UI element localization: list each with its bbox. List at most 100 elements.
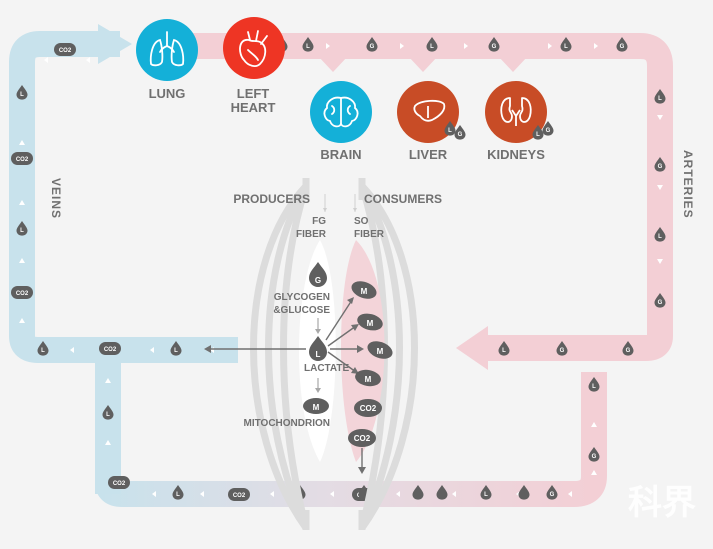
lactate-drop: L	[480, 485, 492, 500]
lactate-drop: L	[654, 89, 666, 104]
liver-icon	[413, 99, 446, 122]
liver-token-badges: L G	[444, 121, 466, 140]
lactate-drop: L	[172, 485, 184, 500]
glucose-drop: G	[366, 37, 378, 52]
co2-token: CO2	[348, 429, 376, 447]
glycogen-glucose-token: G	[309, 262, 327, 287]
glucose-drop: G	[616, 37, 628, 52]
veins-label: VEINS	[49, 178, 63, 219]
co2-token: CO2	[54, 43, 76, 56]
kidneys-token-badges: L G	[532, 121, 554, 140]
fg-fiber-label-line2: FIBER	[296, 229, 327, 240]
svg-text:G: G	[315, 276, 321, 285]
lung-organ: LUNG	[136, 19, 198, 101]
artery-band	[180, 33, 673, 370]
svg-text:G: G	[560, 348, 565, 354]
glucose-drop: G	[488, 37, 500, 52]
lactate-drop: L	[16, 221, 28, 236]
lactate-drop: L	[498, 341, 510, 356]
liver-label: LIVER	[409, 147, 448, 162]
glucose-drop: G	[556, 341, 568, 356]
left-heart-organ: LEFT HEART	[223, 17, 285, 115]
co2-token: CO2	[11, 152, 33, 165]
lactate-drop: L	[426, 37, 438, 52]
mitochondrion-token	[367, 341, 393, 359]
kidneys-organ: L G KIDNEYS	[485, 81, 554, 162]
glycogen-label-line2: &GLUCOSE	[273, 305, 330, 316]
heart-icon	[239, 30, 268, 67]
mitochondrion-token	[357, 313, 383, 331]
glucose-drop: G	[588, 447, 600, 462]
svg-text:CO2: CO2	[233, 493, 246, 499]
so-co2-tokens: CO2 CO2	[348, 399, 382, 447]
svg-text:CO2: CO2	[16, 157, 29, 163]
svg-text:G: G	[658, 300, 663, 306]
svg-text:G: G	[658, 164, 663, 170]
watermark: 科界	[628, 483, 696, 523]
svg-text:G: G	[546, 128, 551, 134]
fg-fiber-label-line1: FG	[312, 216, 326, 227]
mitochondrion-token-fg: M	[303, 398, 329, 414]
so-fiber-label-line2: FIBER	[354, 229, 385, 240]
lactate-drop: L	[102, 405, 114, 420]
lactate-drop: L	[588, 377, 600, 392]
mitochondrion-token	[351, 281, 377, 299]
lactate-drop: L	[37, 341, 49, 356]
lactate-drop: L	[16, 85, 28, 100]
left-heart-label-line1: LEFT	[237, 86, 270, 101]
mitochondrion-token	[355, 369, 381, 387]
svg-text:CO2: CO2	[113, 481, 126, 487]
arteries-label: ARTERIES	[681, 150, 695, 219]
svg-text:CO2: CO2	[360, 404, 377, 413]
svg-text:G: G	[492, 44, 497, 50]
vein-band	[9, 24, 238, 363]
lactate-drop: L	[170, 341, 182, 356]
left-heart-label-line2: HEART	[231, 100, 276, 115]
svg-text:M: M	[361, 287, 368, 296]
svg-text:M: M	[313, 403, 320, 412]
brain-label: BRAIN	[320, 147, 361, 162]
svg-text:L: L	[448, 128, 452, 134]
svg-text:L: L	[484, 492, 488, 498]
co2-token: CO2	[354, 399, 382, 417]
svg-text:L: L	[41, 348, 45, 354]
svg-text:CO2: CO2	[354, 434, 371, 443]
svg-text:G: G	[550, 492, 555, 498]
consumers-label: CONSUMERS	[364, 192, 442, 206]
svg-text:L: L	[536, 132, 540, 138]
svg-text:L: L	[502, 348, 506, 354]
lactate-flow-arrows	[204, 297, 364, 374]
svg-text:CO2: CO2	[104, 347, 117, 353]
mitochondrion-label: MITOCHONDRION	[244, 418, 330, 429]
svg-text:L: L	[316, 350, 321, 359]
svg-text:M: M	[365, 375, 372, 384]
so-fiber-label-line1: SO	[354, 216, 369, 227]
svg-text:G: G	[370, 44, 375, 50]
kidneys-label: KIDNEYS	[487, 147, 545, 162]
svg-text:L: L	[174, 348, 178, 354]
lactate-drop: L	[654, 227, 666, 242]
co2-token: CO2	[228, 488, 250, 501]
muscle: PRODUCERS CONSUMERS FG FIBER SO FIBER G …	[204, 178, 442, 531]
lactate-label: LACTATE	[304, 363, 350, 374]
svg-text:L: L	[20, 92, 24, 98]
kidneys-icon	[500, 97, 532, 126]
svg-text:L: L	[658, 234, 662, 240]
glucose-drop: G	[546, 485, 558, 500]
svg-text:L: L	[658, 96, 662, 102]
lactate-token-center: L	[309, 336, 327, 361]
brain-organ: BRAIN	[310, 81, 372, 162]
svg-text:G: G	[592, 454, 597, 460]
svg-text:G: G	[620, 44, 625, 50]
svg-text:L: L	[20, 228, 24, 234]
glucose-drop: G	[654, 157, 666, 172]
svg-text:G: G	[458, 132, 463, 138]
svg-text:L: L	[306, 44, 310, 50]
co2-token: CO2	[108, 476, 130, 489]
co2-token: CO2	[11, 286, 33, 299]
glycogen-label-line1: GLYCOGEN	[274, 292, 330, 303]
svg-text:L: L	[106, 412, 110, 418]
producers-label: PRODUCERS	[233, 192, 310, 206]
so-mitochondria: M M M M	[351, 281, 393, 387]
